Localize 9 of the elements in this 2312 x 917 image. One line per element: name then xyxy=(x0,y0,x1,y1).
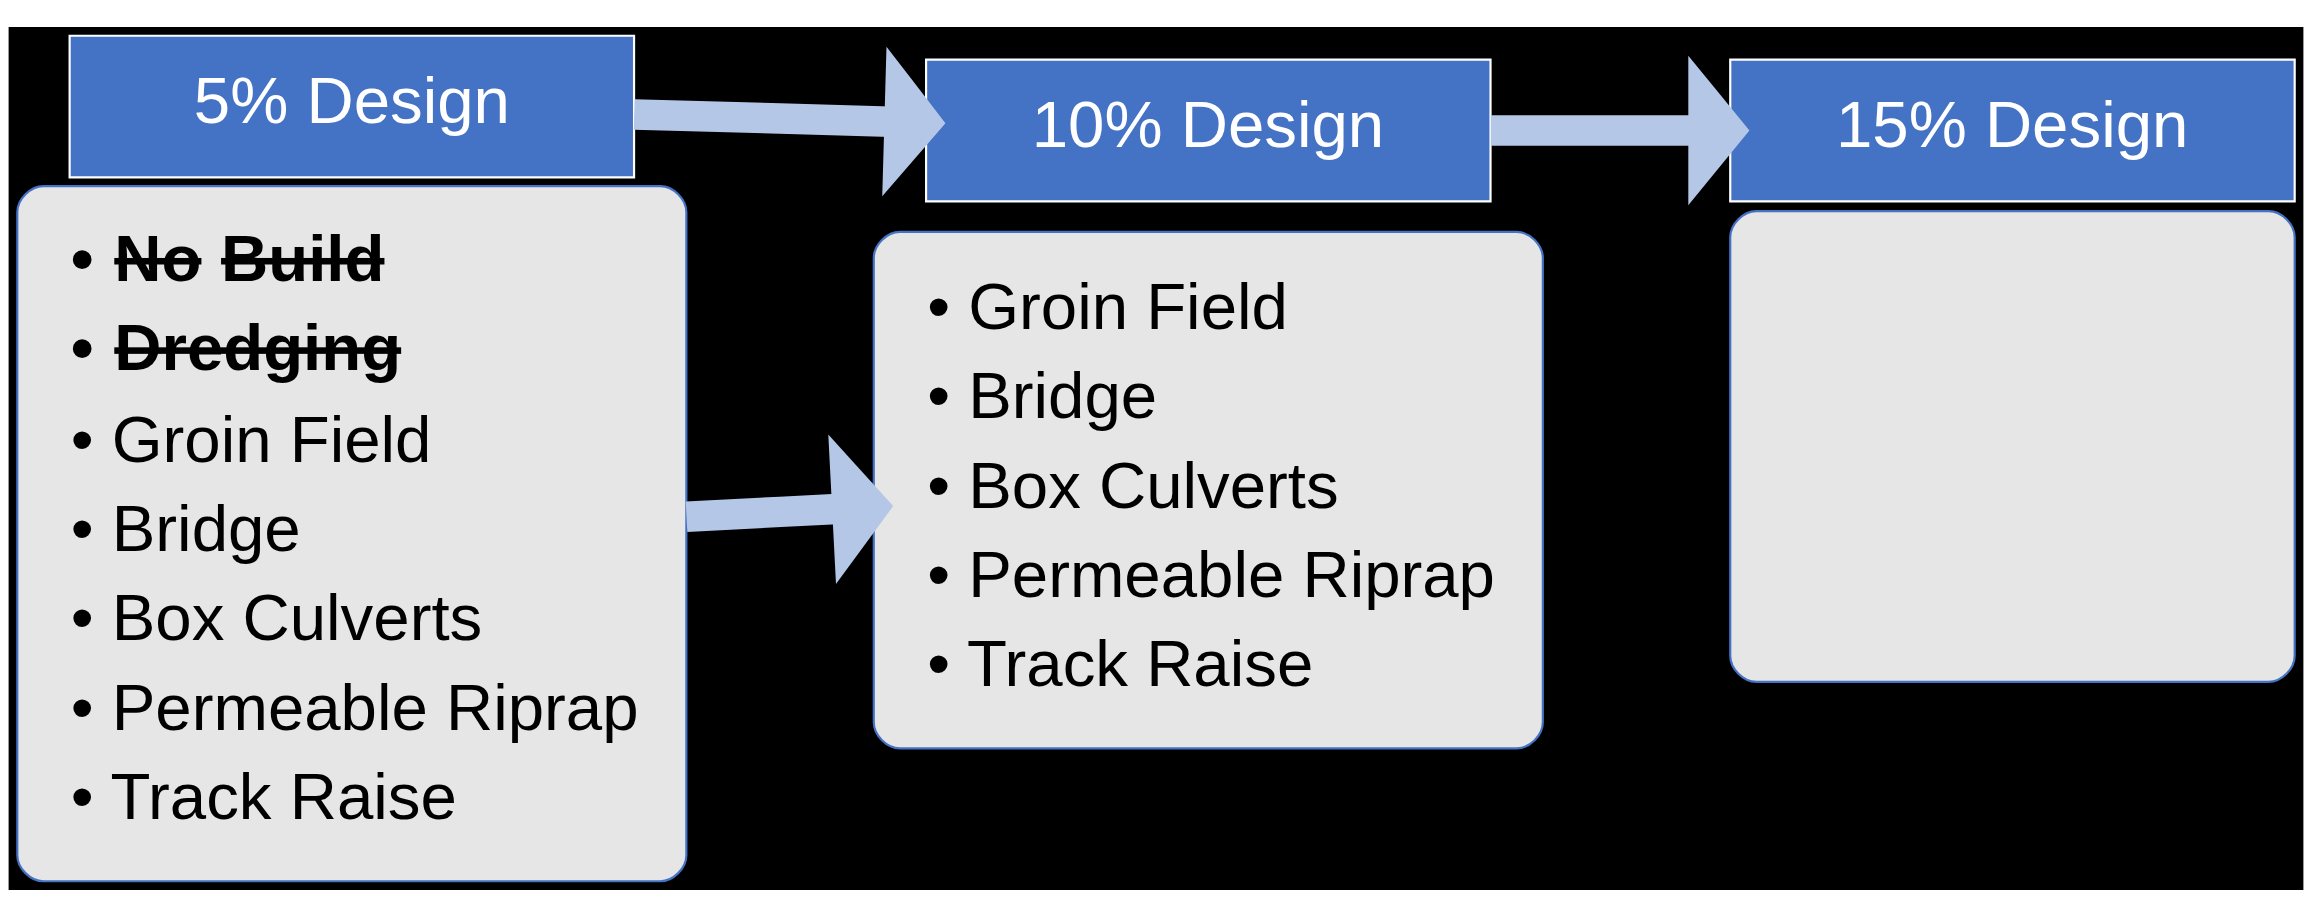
node-box xyxy=(1729,210,2296,683)
node-box: • No Build • Dredging • Groin Field • Bridge • Box Culverts • Permeable Riprap • Track Raise xyxy=(16,185,688,883)
arrow xyxy=(685,434,894,584)
node-box: • Groin Field • Bridge • Box Culverts • Permeable Riprap • Track Raise xyxy=(872,230,1544,750)
node-box: 15% Design xyxy=(1729,58,2296,203)
node-box: 5% Design xyxy=(68,34,636,179)
arrow xyxy=(633,46,946,197)
arrow xyxy=(1490,55,1750,206)
node-box: 10% Design xyxy=(925,58,1492,203)
